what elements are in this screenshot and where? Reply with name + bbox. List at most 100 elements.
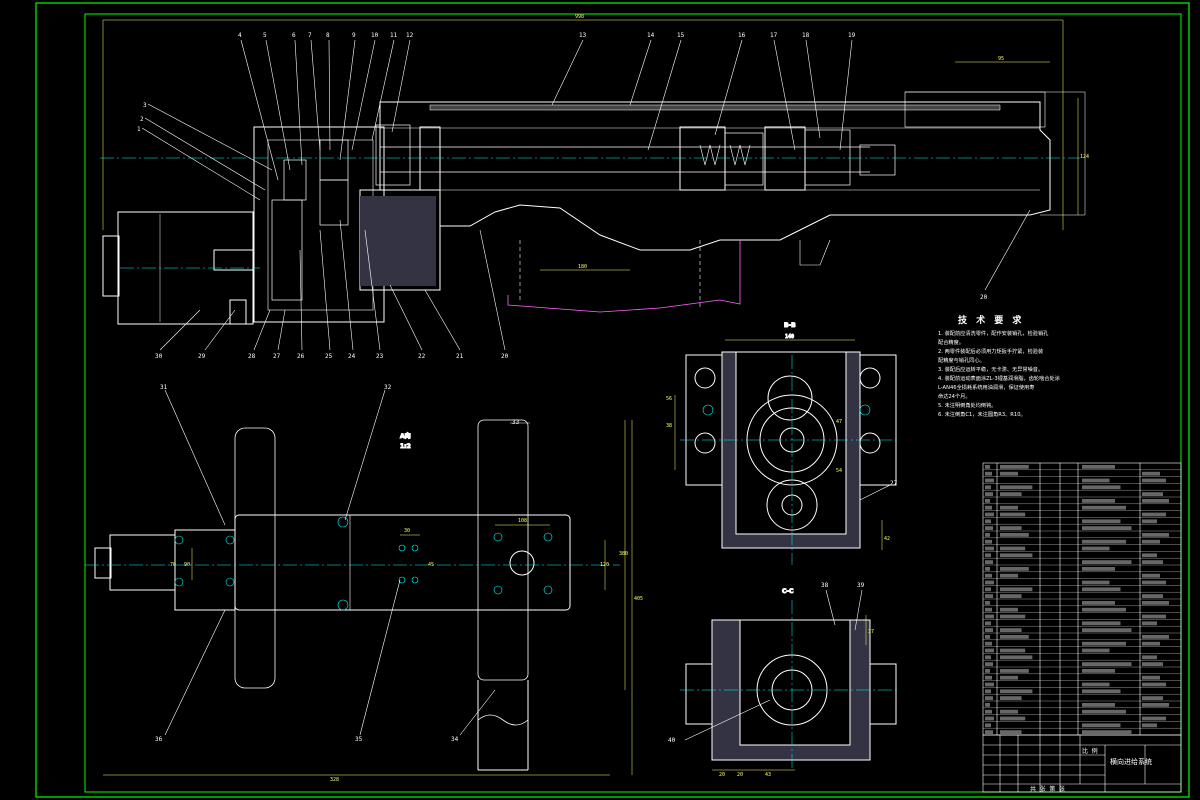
table-cell-glyph (1000, 607, 1018, 612)
table-cell-glyph (1082, 648, 1110, 653)
table-cell-glyph (1000, 505, 1018, 510)
table-cell-glyph (1082, 478, 1110, 483)
table-glyphs (985, 465, 1169, 734)
table-cell-glyph (1000, 614, 1026, 619)
table-cell-glyph (985, 553, 991, 558)
table-cell-glyph (1082, 526, 1132, 530)
table-cell-glyph (1000, 546, 1026, 551)
table-rows (983, 469, 1181, 729)
svg-text:37: 37 (868, 629, 874, 635)
table-cell-glyph (985, 533, 990, 537)
plan-dims: 328 30 108 45 120 380 405 90 70 (170, 518, 643, 783)
view-scale: 1:2 (400, 443, 411, 450)
table-cell-glyph (1082, 539, 1126, 544)
svg-text:29: 29 (198, 353, 206, 360)
svg-text:12: 12 (406, 32, 414, 39)
table-cell-glyph (1082, 689, 1121, 694)
svg-text:40: 40 (668, 737, 676, 744)
table-cell-glyph (1082, 587, 1121, 592)
table-cell-glyph (985, 709, 992, 714)
table-cell-glyph (985, 478, 994, 483)
table-cell-glyph (985, 716, 994, 721)
table-cell-glyph (985, 519, 991, 524)
table-cell-glyph (985, 499, 990, 503)
drawing-name: 横向进给系统 (1110, 757, 1152, 766)
svg-text:13: 13 (579, 32, 587, 39)
table-cell-glyph (1142, 519, 1157, 524)
dim-total-length: 998 (575, 14, 584, 20)
table-cell-glyph (1082, 485, 1121, 490)
dim-mid-gap: 180 (578, 264, 587, 270)
svg-text:25: 25 (325, 353, 333, 360)
table-cell-glyph (985, 635, 990, 639)
dim-top-right: 95 (998, 56, 1004, 62)
svg-text:45: 45 (428, 562, 434, 568)
table-cell-glyph (1000, 465, 1029, 469)
svg-text:1. 装配前应清洗零件，配作安装销孔，检验销孔: 1. 装配前应清洗零件，配作安装销孔，检验销孔 (938, 329, 1049, 337)
table-cell-glyph (985, 648, 994, 653)
svg-text:20: 20 (501, 353, 509, 360)
table-cell-glyph (1000, 573, 1018, 578)
table-cell-glyph (1142, 573, 1160, 578)
table-cell-glyph (985, 560, 993, 564)
svg-text:23: 23 (376, 353, 384, 360)
svg-text:27: 27 (273, 353, 281, 360)
table-cell-glyph (985, 641, 992, 646)
svg-text:42: 42 (884, 536, 890, 542)
table-cell-glyph (985, 492, 993, 496)
svg-text:34: 34 (451, 736, 459, 743)
table-cell-glyph (1000, 648, 1026, 653)
svg-text:1: 1 (137, 126, 141, 133)
dim-right-height: 124 (1080, 154, 1089, 160)
table-cell-glyph (1000, 669, 1029, 673)
table-cell-glyph (1082, 662, 1132, 666)
svg-text:30: 30 (404, 528, 410, 534)
svg-text:20: 20 (737, 772, 743, 778)
table-cell-glyph (1082, 709, 1126, 714)
svg-text:120: 120 (600, 562, 609, 568)
view-title-bb: B-B (784, 322, 796, 329)
table-cell-glyph (1000, 730, 1022, 734)
table-cell-glyph (1142, 601, 1169, 605)
table-cell-glyph (1142, 696, 1163, 700)
table-cell-glyph (1142, 723, 1157, 728)
svg-text:L-AN46全损耗系统用油润滑，保证使用寿: L-AN46全损耗系统用油润滑，保证使用寿 (938, 383, 1034, 391)
plan-leaders (164, 389, 530, 736)
svg-text:39: 39 (857, 582, 865, 589)
table-cell-glyph (985, 546, 994, 551)
svg-text:9: 9 (352, 32, 356, 39)
table-cell-glyph (985, 573, 992, 578)
table-cell-glyph (1142, 682, 1166, 687)
table-cell-glyph (1000, 689, 1033, 694)
svg-text:70: 70 (170, 562, 176, 568)
table-cell-glyph (1000, 553, 1033, 558)
table-cell-glyph (985, 580, 994, 585)
svg-text:命达24个月。: 命达24个月。 (938, 392, 971, 400)
top-leaders (141, 39, 1031, 291)
table-cell-glyph (1142, 560, 1163, 564)
table-cell-glyph (1142, 655, 1157, 660)
svg-text:5: 5 (263, 32, 267, 39)
table-cell-glyph (985, 567, 990, 571)
table-cell-glyph (985, 730, 993, 734)
svg-text:47: 47 (836, 419, 842, 425)
main-section-view: 998 (100, 14, 1089, 325)
table-cell-glyph (1082, 519, 1121, 524)
svg-text:24: 24 (348, 353, 356, 360)
scale-label: 比 例 (1082, 747, 1098, 755)
svg-text:405: 405 (634, 596, 643, 602)
table-cell-glyph (1000, 675, 1018, 680)
table-cell-glyph (1142, 635, 1169, 639)
table-cell-glyph (1082, 601, 1115, 605)
table-cell-glyph (1000, 526, 1022, 530)
table-cell-glyph (1142, 614, 1166, 619)
top-part-labels: 3 2 1 4 5 6 7 8 9 10 11 12 13 14 15 16 1… (137, 32, 988, 301)
table-cell-glyph (1000, 492, 1022, 496)
view-title-cc: C-C (782, 588, 794, 595)
table-cell-glyph (1142, 471, 1160, 476)
svg-text:2: 2 (140, 116, 144, 123)
table-cell-glyph (1082, 546, 1110, 551)
svg-text:54: 54 (836, 468, 842, 474)
table-cell-glyph (1142, 492, 1163, 496)
table-cell-glyph (985, 675, 992, 680)
